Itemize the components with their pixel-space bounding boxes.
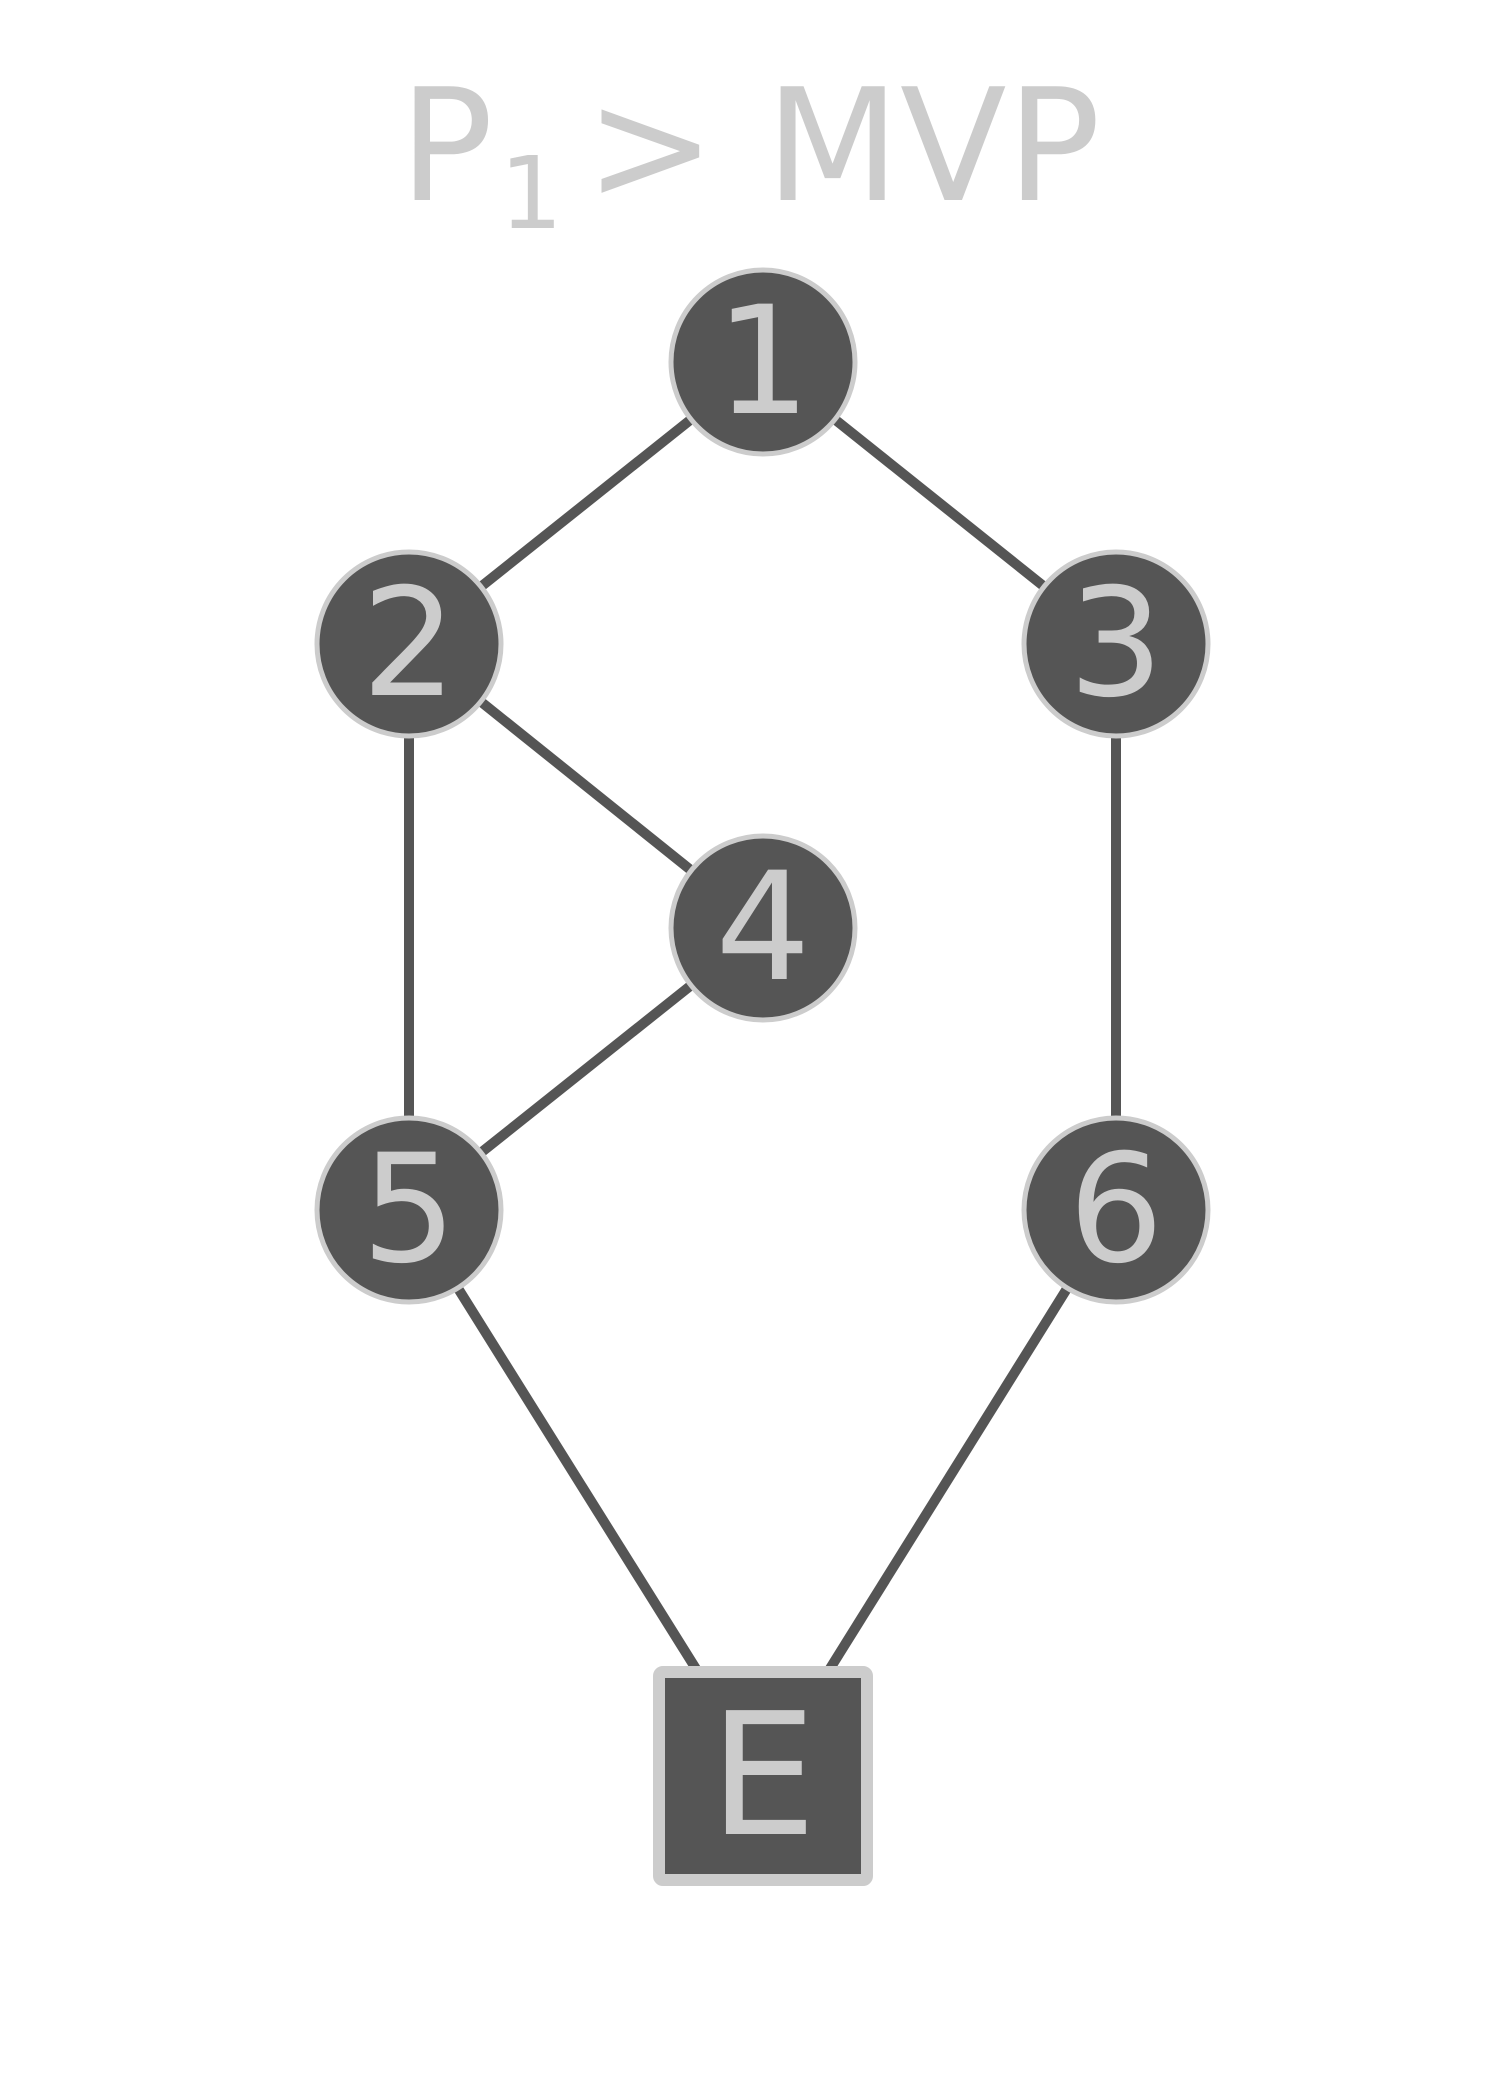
node-1-shape (668, 267, 858, 457)
edges-layer (404, 358, 1121, 1779)
node-3-label: 3 (1068, 557, 1163, 731)
title-subscript: 1 (499, 135, 563, 252)
node-1-label: 1 (715, 275, 810, 449)
nodes-layer: 1 2 3 4 5 6E (314, 267, 1211, 1886)
title-rest: > MVP (585, 55, 1101, 237)
node-1: 1 (668, 267, 858, 457)
node-5-shape (314, 1115, 504, 1305)
node-6: 6 (1021, 1115, 1211, 1305)
node-5-label: 5 (361, 1123, 456, 1297)
node-3-shape (1021, 549, 1211, 739)
node-6-shape (1021, 1115, 1211, 1305)
node-E: E (653, 1666, 873, 1886)
node-4-shape (668, 833, 858, 1023)
node-E-shape (653, 1666, 873, 1886)
node-2-shape (314, 549, 504, 739)
node-2: 2 (314, 549, 504, 739)
node-4-label: 4 (715, 841, 810, 1015)
node-2-label: 2 (361, 557, 456, 731)
node-5: 5 (314, 1115, 504, 1305)
node-4: 4 (668, 833, 858, 1023)
node-6-label: 6 (1068, 1123, 1163, 1297)
diagram-title: P1> MVP (399, 55, 1100, 252)
node-E-label: E (709, 1677, 816, 1875)
node-3: 3 (1021, 549, 1211, 739)
title-main: P (399, 55, 493, 237)
